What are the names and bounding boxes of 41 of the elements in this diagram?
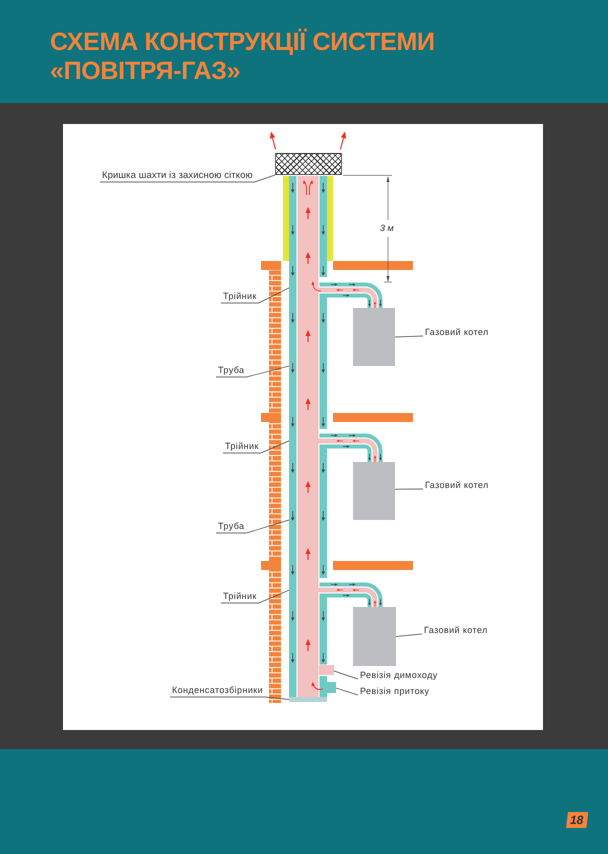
- leader-line: [334, 670, 358, 680]
- callout-label: Трійник: [223, 441, 261, 453]
- callout-label: Труба: [216, 365, 246, 377]
- leader-line: [216, 520, 290, 534]
- pipe-section: [289, 462, 327, 578]
- leader-line: [100, 174, 276, 182]
- callout-label: Газовий котел: [423, 327, 491, 339]
- pipe-section: [289, 607, 327, 697]
- leader-line: [170, 696, 290, 700]
- mesh-cap: [275, 153, 342, 175]
- callout-label: Труба: [216, 521, 246, 533]
- dimension-label: 3 м: [380, 222, 394, 234]
- callout-label: Газовий котел: [422, 625, 490, 637]
- leader-line: [216, 366, 290, 378]
- callout-label: Конденсатозбірники: [170, 685, 266, 697]
- callout-label: Трійник: [221, 591, 259, 603]
- pipe-tee: [289, 278, 383, 308]
- pipe-section: [289, 176, 327, 278]
- gas-boiler: [353, 462, 395, 520]
- pipe-section: [289, 308, 327, 429]
- callout-label: Ревізія димоходу: [358, 670, 440, 682]
- page-title: СХЕМА КОНСТРУКЦІЇ СИСТЕМИ «ПОВІТРЯ-ГАЗ»: [50, 28, 436, 86]
- page-number: 18: [566, 812, 588, 828]
- inspection-port: [319, 665, 334, 675]
- condensate-collector: [289, 697, 327, 702]
- pipe-tee: [289, 578, 383, 607]
- pipe-tee: [289, 429, 383, 462]
- gas-boiler: [353, 607, 396, 666]
- leader-line: [220, 288, 290, 304]
- callout-label: Трійник: [221, 291, 259, 303]
- callout-label: Кришка шахти із захисною сіткою: [100, 170, 255, 182]
- leader-line: [396, 634, 422, 637]
- callout-label: Газовий котел: [423, 480, 491, 492]
- leader-line: [394, 336, 424, 338]
- leader-line: [220, 590, 290, 604]
- inspection-port: [327, 682, 336, 693]
- leader-line: [222, 440, 290, 454]
- leader-line: [394, 488, 424, 490]
- leader-line: [336, 688, 358, 696]
- callout-label: Ревізія притоку: [358, 686, 432, 698]
- gas-boiler: [353, 308, 395, 366]
